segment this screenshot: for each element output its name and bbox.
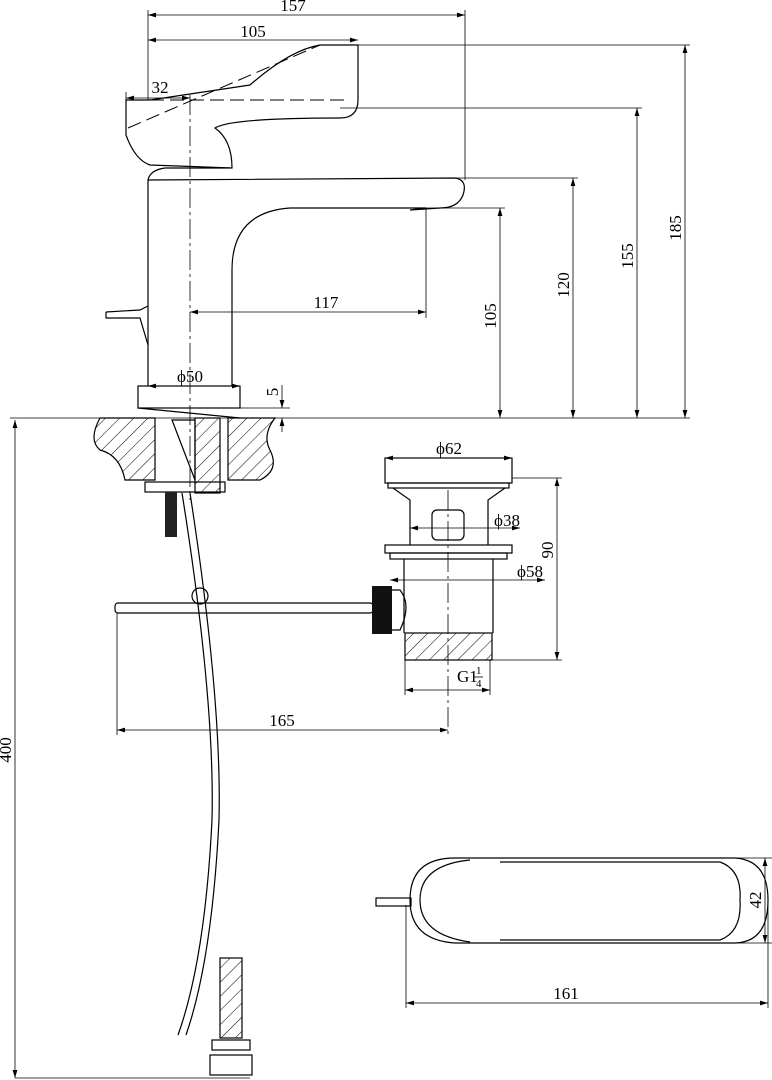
- dim-base-height: 5: [263, 388, 282, 397]
- dimension-labels: 157 105 32 117 185 155 120 105 ϕ50 5 400…: [0, 0, 765, 1003]
- dim-total-height: 185: [666, 215, 685, 241]
- faucet-top-view: [375, 857, 769, 944]
- dim-body-height: 120: [554, 272, 573, 298]
- dim-drain-height: 90: [538, 542, 557, 559]
- faucet-side-view: [10, 44, 690, 1076]
- drain-assembly: [114, 457, 513, 735]
- dim-base-diameter: ϕ50: [177, 367, 203, 386]
- dim-drain-flange-diameter: ϕ58: [517, 562, 543, 581]
- dim-top-width: 42: [746, 892, 765, 909]
- dim-hose-length: 400: [0, 737, 15, 763]
- dim-total-length: 157: [280, 0, 306, 15]
- dim-thread-fraction-num: 1: [476, 665, 482, 677]
- dim-handle-height: 155: [618, 243, 637, 269]
- dim-thread-fraction-den: 4: [476, 678, 482, 690]
- dim-handle-reach: 105: [240, 22, 266, 41]
- dim-drain-inner-diameter: ϕ38: [494, 511, 520, 530]
- dim-top-length: 161: [553, 984, 579, 1003]
- dimension-lines: [12, 10, 772, 1079]
- dim-drain-cap-diameter: ϕ62: [436, 439, 462, 458]
- dim-spout-reach: 117: [314, 293, 339, 312]
- dim-thread-size: G1: [457, 667, 478, 686]
- dim-spout-height: 105: [481, 303, 500, 329]
- dim-rod-length: 165: [269, 711, 295, 730]
- dim-handle-offset: 32: [152, 78, 169, 97]
